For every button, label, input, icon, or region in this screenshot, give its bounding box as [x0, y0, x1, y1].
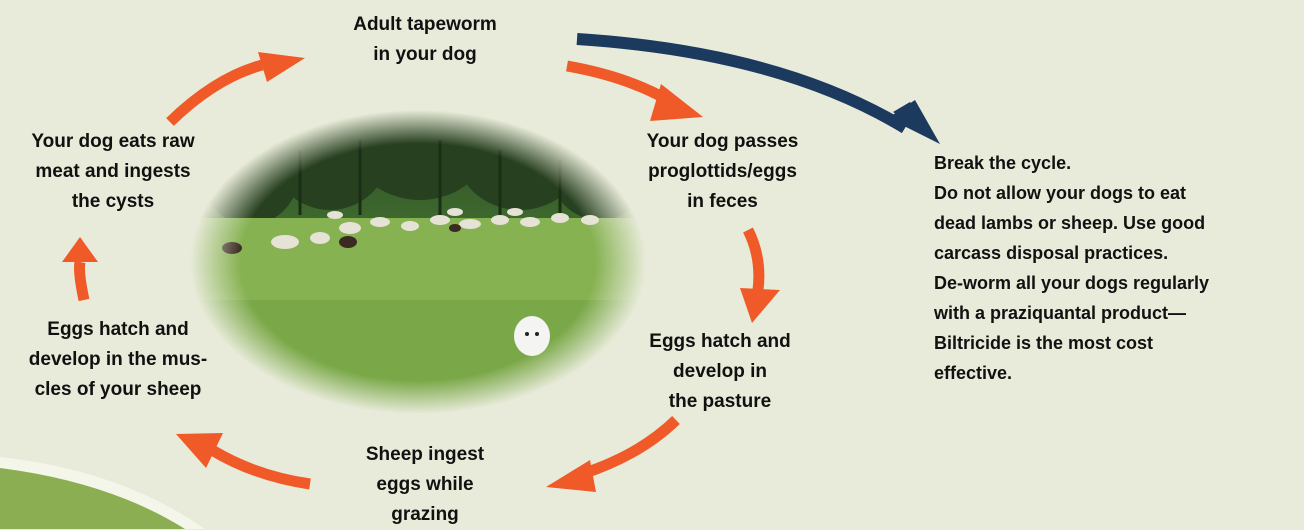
- break-cycle-note: Break the cycle. Do not allow your dogs …: [934, 148, 1209, 388]
- node-muscles-line-2: develop in the mus-: [18, 345, 218, 375]
- arrow-muscles-to-eats: [80, 262, 85, 300]
- node-muscles-line-1: Eggs hatch and: [18, 315, 218, 345]
- arrow-passes-to-pasture: [748, 230, 759, 290]
- node-eats-line-3: the cysts: [8, 187, 218, 217]
- node-passes-line-3: in feces: [630, 187, 815, 217]
- node-pasture-line-1: Eggs hatch and: [630, 327, 810, 357]
- node-ingest-line-3: grazing: [345, 500, 505, 530]
- node-eats-line-2: meat and ingests: [8, 157, 218, 187]
- break-note-line-8: effective.: [934, 358, 1209, 388]
- break-note-line-2: Do not allow your dogs to eat: [934, 178, 1209, 208]
- node-adult-line-1: Adult tapeworm: [340, 10, 510, 40]
- break-note-line-5: De-worm all your dogs regularly: [934, 268, 1209, 298]
- node-adult-tapeworm: Adult tapeworm in your dog: [340, 10, 510, 70]
- node-ingest-line-2: eggs while: [345, 470, 505, 500]
- node-sheep-ingest: Sheep ingest eggs while grazing: [345, 440, 505, 530]
- break-note-line-6: with a praziquantal product—: [934, 298, 1209, 328]
- node-pasture-line-2: develop in: [630, 357, 810, 387]
- node-passes-line-1: Your dog passes: [630, 127, 815, 157]
- node-eggs-hatch-pasture: Eggs hatch and develop in the pasture: [630, 327, 810, 417]
- break-note-line-1: Break the cycle.: [934, 148, 1209, 178]
- node-eggs-hatch-muscles: Eggs hatch and develop in the mus- cles …: [18, 315, 218, 405]
- node-eats-line-1: Your dog eats raw: [8, 127, 218, 157]
- pasture-photo: [185, 80, 655, 430]
- node-muscles-line-3: cles of your sheep: [18, 375, 218, 405]
- arrow-ingest-to-muscles: [212, 450, 310, 484]
- node-ingest-line-1: Sheep ingest: [345, 440, 505, 470]
- break-note-line-7: Biltricide is the most cost: [934, 328, 1209, 358]
- node-passes-line-2: proglottids/eggs: [630, 157, 815, 187]
- node-dog-eats-raw-meat: Your dog eats raw meat and ingests the c…: [8, 127, 218, 217]
- node-dog-passes-eggs: Your dog passes proglottids/eggs in fece…: [630, 127, 815, 217]
- break-note-line-4: carcass disposal practices.: [934, 238, 1209, 268]
- arrow-adult-to-passes: [567, 66, 668, 100]
- break-note-line-3: dead lambs or sheep. Use good: [934, 208, 1209, 238]
- node-pasture-line-3: the pasture: [630, 387, 810, 417]
- node-adult-line-2: in your dog: [340, 40, 510, 70]
